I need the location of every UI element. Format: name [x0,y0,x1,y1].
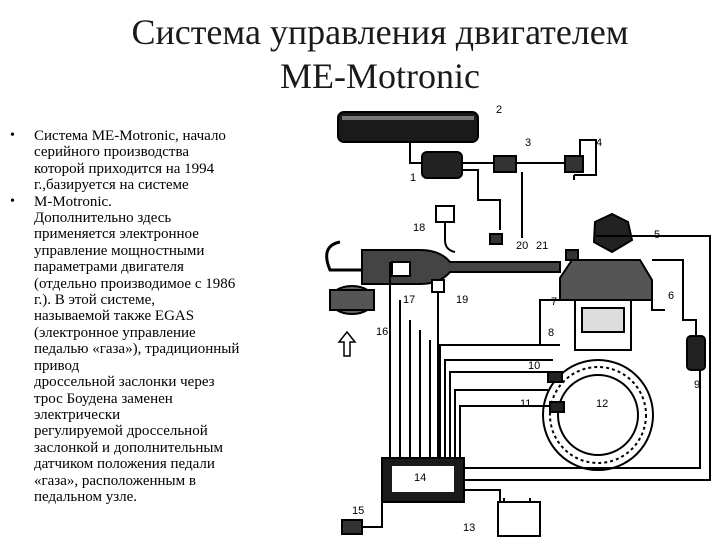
bullet-dot: • [10,128,15,143]
lambda-probe [686,335,706,371]
bullet-item: • M-Motronic. Дополнительно здесь примен… [8,194,288,506]
bullet-item: • Система ME-Motronic, начало серийного … [8,128,288,194]
flywheel [542,359,654,471]
evap-valve [564,155,584,173]
air-mass-sensor [391,261,411,277]
air-inlet-arrow [337,330,357,357]
throttle-actuator [435,205,455,223]
tank-vent-valve [493,155,517,173]
battery [497,501,541,537]
intake-manifold [361,249,561,285]
title-line-1: Система управления двигателем [131,12,629,52]
speed-sensor [549,401,565,413]
bullet-text: M-Motronic. Дополнительно здесь применяе… [34,193,240,505]
engine-cylinder-head [559,259,653,301]
crank-sensor [547,371,563,383]
injector [489,233,503,245]
bullet-text: Система ME-Motronic, начало серийного пр… [34,128,226,194]
engine-system-diagram [325,111,711,537]
injector [565,249,579,261]
pedal-sensor [341,519,363,535]
slide-title: Система управления двигателем ME-Motroni… [60,10,700,98]
bullet-list: • Система ME-Motronic, начало серийного … [8,128,288,505]
title-line-2: ME-Motronic [280,56,480,96]
bullet-dot: • [10,193,15,209]
ignition-distributor [592,212,634,254]
carbon-canister [421,151,463,179]
piston [581,307,625,333]
temp-sensor [431,279,445,293]
